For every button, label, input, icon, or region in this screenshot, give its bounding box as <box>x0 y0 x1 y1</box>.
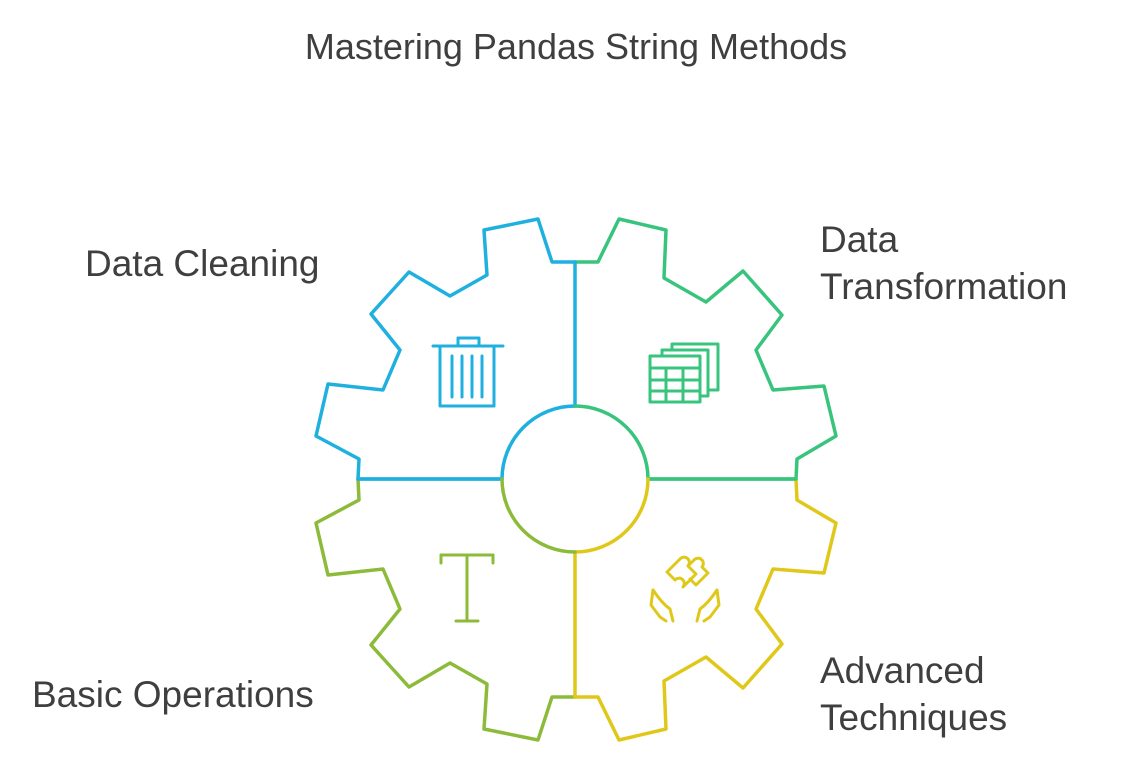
hub-arc-top-left <box>500 404 577 481</box>
hub-arc-bottom-left <box>500 477 577 554</box>
hub-arc-top-right <box>573 404 650 481</box>
data-transformation-label-line2: Transformation <box>820 266 1068 307</box>
data-cleaning-label: Data Cleaning <box>85 243 320 284</box>
basic-operations-label: Basic Operations <box>32 674 314 715</box>
basic-operations-segment <box>314 477 577 742</box>
advanced-techniques-label: Advanced Techniques <box>820 647 1007 741</box>
advanced-techniques-label-line1: Advanced <box>820 650 985 691</box>
advanced-techniques-segment <box>573 477 838 742</box>
text-icon <box>439 553 495 623</box>
data-transformation-segment <box>573 217 838 481</box>
data-transformation-label-line1: Data <box>820 219 899 260</box>
advanced-techniques-label-line2: Techniques <box>820 697 1008 738</box>
trash-icon <box>431 336 505 408</box>
hub-arc-bottom-right <box>573 477 650 554</box>
spreadsheet-icon <box>648 342 720 404</box>
data-transformation-label: Data Transformation <box>820 216 1067 310</box>
page-title: Mastering Pandas String Methods <box>304 26 848 67</box>
data-cleaning-segment <box>314 217 577 481</box>
puzzle-hands-icon <box>649 555 721 623</box>
